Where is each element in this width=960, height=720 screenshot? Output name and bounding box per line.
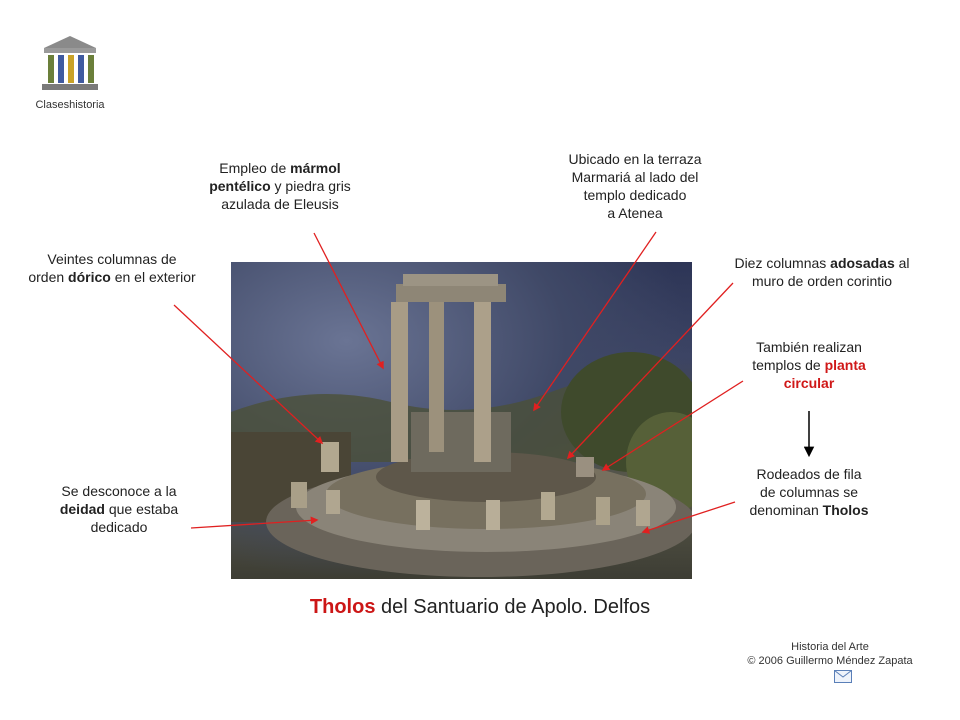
footer-credits: Historia del Arte © 2006 Guillermo Ménde… <box>700 640 960 668</box>
temple-logo-icon <box>42 36 98 90</box>
note-rodeados: Rodeados de fila de columnas se denomina… <box>749 466 869 518</box>
footer-line2: © 2006 Guillermo Méndez Zapata <box>747 655 913 667</box>
logo: Claseshistoria <box>30 34 110 111</box>
logo-caption: Claseshistoria <box>35 99 105 111</box>
note-ubicado: Ubicado en la terraza Marmariá al lado d… <box>568 151 702 221</box>
note-marmol: Empleo de mármol pentélico y piedra gris… <box>209 160 351 212</box>
note-tambien: También realizan templos de planta circu… <box>752 339 866 391</box>
footer-line1: Historia del Arte <box>791 641 869 653</box>
mail-icon[interactable] <box>834 670 852 683</box>
tholos-illustration <box>231 274 692 577</box>
note-veintes: Veintes columnas de orden dórico en el e… <box>28 251 196 285</box>
photo-caption: Tholos del Santuario de Apolo. Delfos <box>0 596 960 619</box>
caption-rest: del Santuario de Apolo. Delfos <box>375 596 651 618</box>
note-desconoce: Se desconoce a la deidad que estaba dedi… <box>59 483 179 535</box>
note-diez: Diez columnas adosadas al muro de orden … <box>734 255 910 289</box>
tholos-photo <box>231 262 692 579</box>
caption-tholos: Tholos <box>309 596 376 618</box>
